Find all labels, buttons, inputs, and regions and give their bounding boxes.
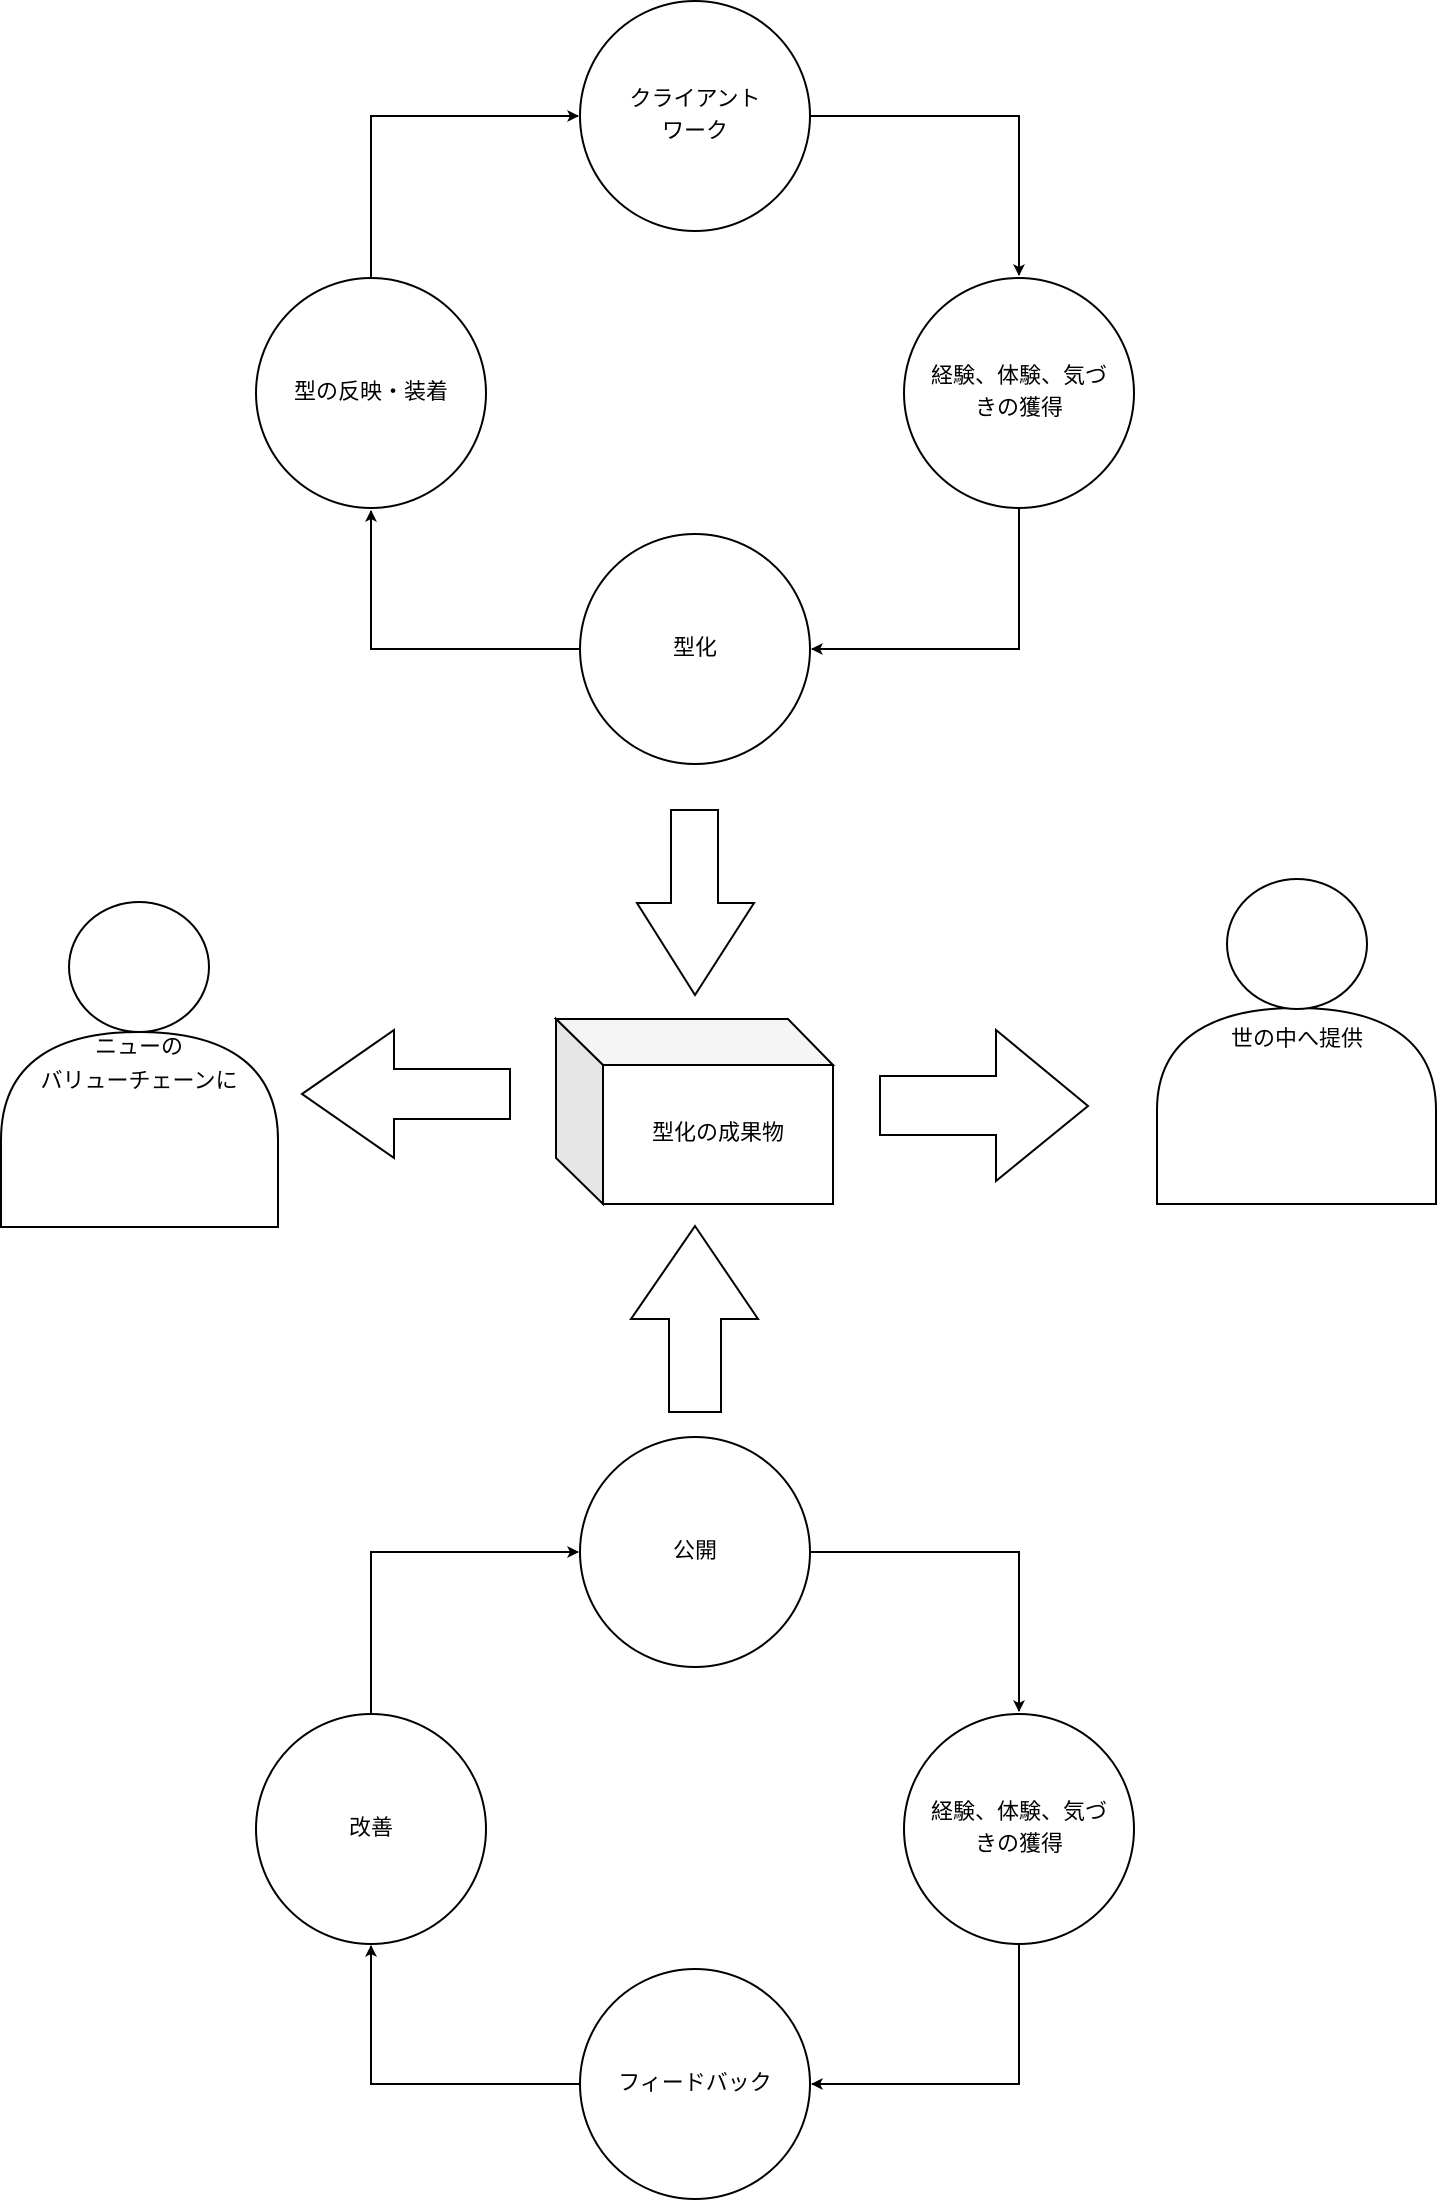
cube-top-face bbox=[553, 1018, 836, 1066]
node-publish[interactable]: 公開 bbox=[579, 1436, 811, 1668]
node-experience[interactable]: 経験、体験、気づ きの獲得 bbox=[903, 277, 1135, 509]
node-label: 型化 bbox=[673, 636, 717, 661]
edge-apply-to-client-work bbox=[370, 110, 579, 277]
node-label: 公開 bbox=[673, 1539, 717, 1564]
block-arrow-left bbox=[300, 1028, 511, 1160]
deliverable-cube[interactable]: 型化の成果物 bbox=[553, 1016, 836, 1207]
actor-left[interactable]: ニューの バリューチェーンに bbox=[0, 901, 279, 1228]
edge-patterning-to-apply bbox=[365, 510, 580, 650]
edge-feedback-to-improve bbox=[365, 1945, 580, 2085]
block-arrow-right bbox=[879, 1027, 1090, 1184]
actor-label: 世の中へ提供 bbox=[1231, 1027, 1363, 1052]
edge-experience-to-feedback bbox=[811, 1945, 1020, 2090]
actor-head bbox=[1226, 878, 1368, 1010]
node-feedback[interactable]: フィードバック bbox=[579, 1968, 811, 2200]
edge-improve-to-publish bbox=[370, 1546, 579, 1713]
node-label: 型の反映・装着 bbox=[294, 380, 448, 405]
node-label: ワーク bbox=[662, 119, 728, 144]
edge-publish-to-experience bbox=[810, 1551, 1025, 1712]
node-label: クライアント bbox=[629, 87, 760, 112]
node-patterning[interactable]: 型化 bbox=[579, 533, 811, 765]
edge-client-work-to-experience bbox=[810, 115, 1025, 276]
cube-front-face bbox=[602, 1064, 834, 1205]
block-arrow-down bbox=[635, 809, 756, 997]
actor-right[interactable]: 世の中へ提供 bbox=[1156, 878, 1437, 1205]
node-improve[interactable]: 改善 bbox=[255, 1713, 487, 1945]
actor-head bbox=[68, 901, 210, 1033]
actor-label: バリューチェーンに bbox=[41, 1069, 238, 1094]
node-experience-2[interactable]: 経験、体験、気づ きの獲得 bbox=[903, 1713, 1135, 1945]
cube-label: 型化の成果物 bbox=[652, 1121, 784, 1146]
node-label: 改善 bbox=[349, 1816, 393, 1841]
node-label: フィードバック bbox=[618, 2071, 772, 2096]
node-label: 経験、体験、気づ bbox=[931, 364, 1107, 389]
node-apply[interactable]: 型の反映・装着 bbox=[255, 277, 487, 509]
node-client-work[interactable]: クライアント ワーク bbox=[579, 0, 811, 232]
edge-experience-to-patterning bbox=[811, 509, 1020, 655]
actor-body bbox=[0, 1030, 279, 1228]
node-label: 経験、体験、気づ bbox=[931, 1800, 1107, 1825]
block-arrow-up bbox=[629, 1224, 760, 1413]
node-label: きの獲得 bbox=[975, 396, 1063, 421]
node-label: きの獲得 bbox=[975, 1832, 1063, 1857]
actor-label: ニューの bbox=[95, 1035, 183, 1060]
